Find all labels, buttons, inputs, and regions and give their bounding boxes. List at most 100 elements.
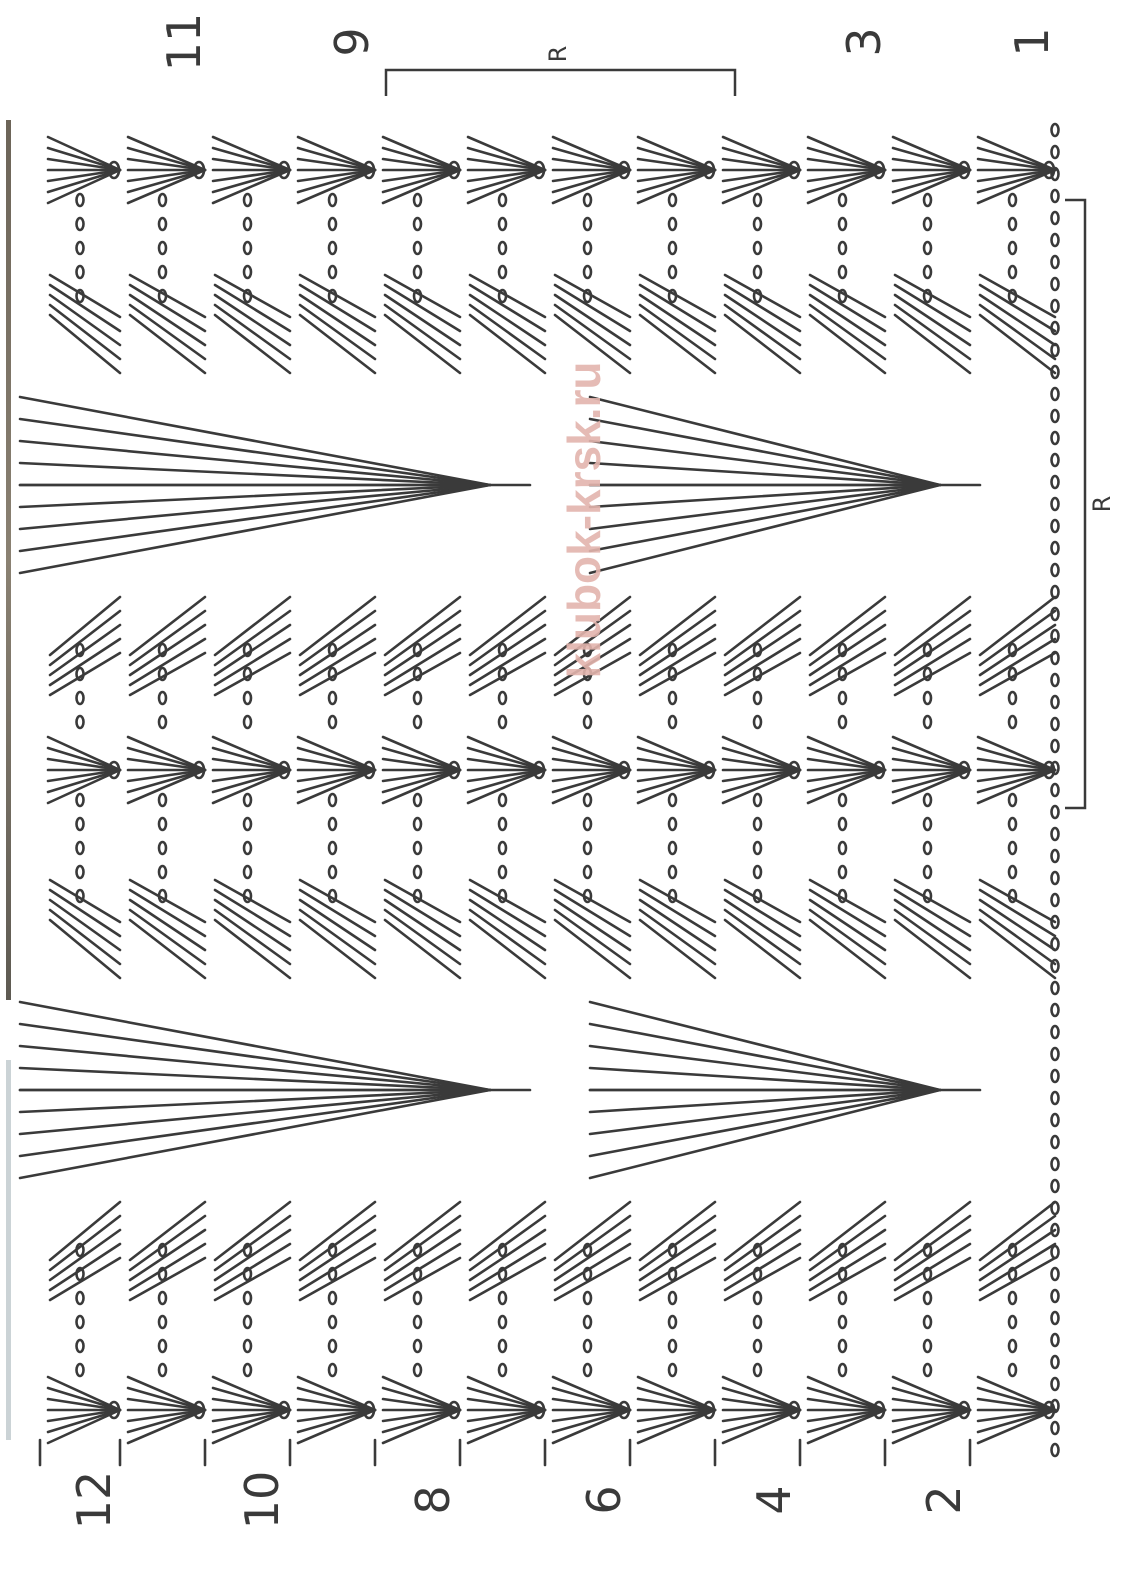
row-numbers-bottom: 12 10 8 6 4 2 bbox=[67, 1471, 971, 1530]
foundation-chain bbox=[1052, 1114, 1059, 1126]
foundation-chain bbox=[1052, 1246, 1059, 1258]
chain-arc bbox=[839, 1340, 846, 1352]
chain-arc bbox=[584, 1292, 591, 1304]
cluster-stitch bbox=[725, 275, 800, 317]
chain-arc bbox=[77, 692, 84, 704]
chain-arc bbox=[159, 1316, 166, 1328]
cluster-stitch bbox=[470, 1230, 545, 1280]
chain-arc bbox=[669, 716, 676, 728]
foundation-chain bbox=[1052, 564, 1059, 576]
chain-arc bbox=[499, 194, 506, 206]
cluster-stitch bbox=[215, 900, 290, 950]
chain-arc bbox=[924, 1340, 931, 1352]
chain-arc bbox=[754, 1364, 761, 1376]
cluster-stitch bbox=[470, 275, 545, 317]
foundation-chain bbox=[1052, 1356, 1059, 1368]
cluster-stitch bbox=[725, 611, 800, 665]
chain-arc bbox=[244, 266, 251, 278]
chain-arc bbox=[244, 818, 251, 830]
chain-arc bbox=[839, 242, 846, 254]
chain-arc bbox=[244, 194, 251, 206]
chain-arc bbox=[414, 890, 421, 902]
chain-arc bbox=[499, 890, 506, 902]
cluster-stitch bbox=[895, 295, 970, 345]
cluster-stitch bbox=[470, 611, 545, 665]
chain-arc bbox=[499, 818, 506, 830]
chain-arc bbox=[159, 218, 166, 230]
repeat-label-top: R bbox=[544, 46, 572, 63]
chain-arc bbox=[414, 1340, 421, 1352]
chain-arc bbox=[329, 692, 336, 704]
cluster-stitch bbox=[470, 1258, 545, 1300]
cluster-stitch bbox=[555, 880, 630, 922]
chain-arc bbox=[329, 890, 336, 902]
chain-arc bbox=[329, 1292, 336, 1304]
chain-arc bbox=[754, 842, 761, 854]
watermark-text: klubok-krsk.ru bbox=[558, 362, 610, 679]
repeat-bracket-top: R bbox=[386, 46, 735, 96]
chain-arc bbox=[77, 818, 84, 830]
long-stitch bbox=[20, 1090, 490, 1178]
chain-arc bbox=[584, 1364, 591, 1376]
chain-arc bbox=[839, 716, 846, 728]
long-stitch bbox=[590, 441, 940, 485]
cluster-stitch bbox=[725, 295, 800, 345]
long-stitch bbox=[20, 485, 490, 573]
foundation-chain bbox=[1052, 1334, 1059, 1346]
row-number-4: 4 bbox=[747, 1485, 801, 1514]
chain-arc bbox=[669, 842, 676, 854]
chain-arc bbox=[244, 1364, 251, 1376]
chain-arc bbox=[1009, 1364, 1016, 1376]
cluster-stitch bbox=[50, 305, 120, 359]
cluster-stitch bbox=[385, 1216, 460, 1270]
chain-arc bbox=[499, 692, 506, 704]
chain-arc bbox=[669, 266, 676, 278]
chain-arc bbox=[499, 242, 506, 254]
cluster-stitch bbox=[895, 910, 970, 964]
foundation-chain bbox=[1052, 982, 1059, 994]
chain-arc bbox=[244, 1316, 251, 1328]
row-number-3: 3 bbox=[837, 27, 891, 56]
chain-arc bbox=[924, 692, 931, 704]
row-number-2: 2 bbox=[917, 1485, 971, 1514]
chain-arc bbox=[414, 842, 421, 854]
chain-arc bbox=[754, 890, 761, 902]
cluster-stitch bbox=[810, 295, 885, 345]
chain-arc bbox=[414, 692, 421, 704]
foundation-chain bbox=[1052, 850, 1059, 862]
cluster-stitch bbox=[725, 880, 800, 922]
chain-arc bbox=[584, 218, 591, 230]
cluster-stitch bbox=[810, 653, 885, 695]
cluster-stitch bbox=[810, 611, 885, 665]
chain-arc bbox=[669, 692, 676, 704]
cluster-stitch bbox=[980, 625, 1055, 675]
chain-arc bbox=[924, 1316, 931, 1328]
chain-arc bbox=[77, 794, 84, 806]
cluster-stitch bbox=[895, 900, 970, 950]
chain-arc bbox=[839, 266, 846, 278]
chain-arc bbox=[329, 242, 336, 254]
cluster-stitch bbox=[555, 295, 630, 345]
chain-arc bbox=[584, 266, 591, 278]
cluster-stitch bbox=[130, 910, 205, 964]
chain-arc bbox=[499, 1292, 506, 1304]
chain-arc bbox=[1009, 194, 1016, 206]
foundation-chain bbox=[1052, 1026, 1059, 1038]
cluster-stitch bbox=[50, 611, 120, 665]
chain-arc bbox=[754, 692, 761, 704]
chain-arc bbox=[329, 818, 336, 830]
chain-arc bbox=[584, 866, 591, 878]
long-stitch bbox=[590, 1090, 940, 1134]
chain-arc bbox=[754, 1340, 761, 1352]
chain-arc bbox=[754, 194, 761, 206]
long-stitch bbox=[20, 441, 490, 485]
long-stitch bbox=[590, 397, 940, 485]
cluster-stitch bbox=[130, 900, 205, 950]
chain-arc bbox=[839, 1364, 846, 1376]
foundation-chain bbox=[1052, 1004, 1059, 1016]
chain-arc bbox=[839, 218, 846, 230]
chain-arc bbox=[1009, 716, 1016, 728]
cluster-stitch bbox=[385, 305, 460, 359]
foundation-chain bbox=[1052, 410, 1059, 422]
